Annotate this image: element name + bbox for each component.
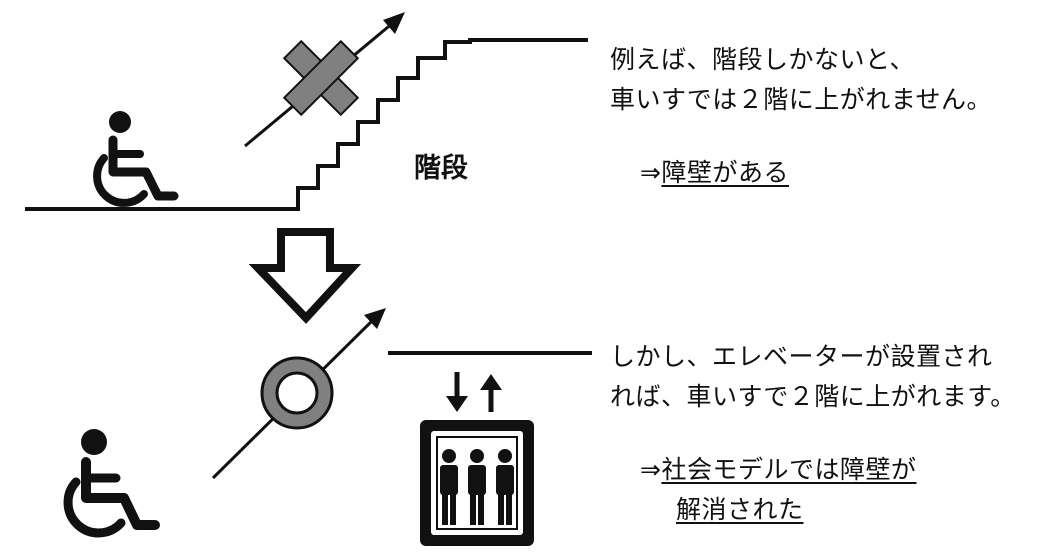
top-description-line2: 車いすでは２階に上がれません。 <box>610 85 993 114</box>
elevator-icon <box>420 372 534 546</box>
bottom-result-line1: ⇒社会モデルでは障壁が <box>640 454 916 486</box>
circle-slash-mark-icon <box>260 356 334 430</box>
top-description-line1: 例えば、階段しかないと、 <box>610 45 916 74</box>
elevator-down-arrow <box>446 372 468 412</box>
stairs-label: 階段 <box>414 153 468 184</box>
result-arrow: ⇒ <box>640 158 662 187</box>
wheelchair-icon <box>63 429 160 538</box>
cross-mark-icon <box>282 39 360 117</box>
result-underlined: 障壁がある <box>661 158 789 187</box>
wheelchair-icon <box>93 111 179 207</box>
down-arrow-icon <box>248 228 362 324</box>
stairs-outline <box>25 38 588 211</box>
bottom-result-line2: 解消された <box>676 495 804 524</box>
result-underlined: 社会モデルでは障壁が <box>661 455 917 484</box>
bottom-description-line2: れば、車いすで２階に上がれます。 <box>610 382 1016 411</box>
elevator-up-arrow <box>480 374 502 412</box>
result-arrow: ⇒ <box>640 455 662 484</box>
bottom-description-line1: しかし、エレベーターが設置され <box>610 342 993 371</box>
top-result: ⇒障壁がある <box>640 157 789 189</box>
